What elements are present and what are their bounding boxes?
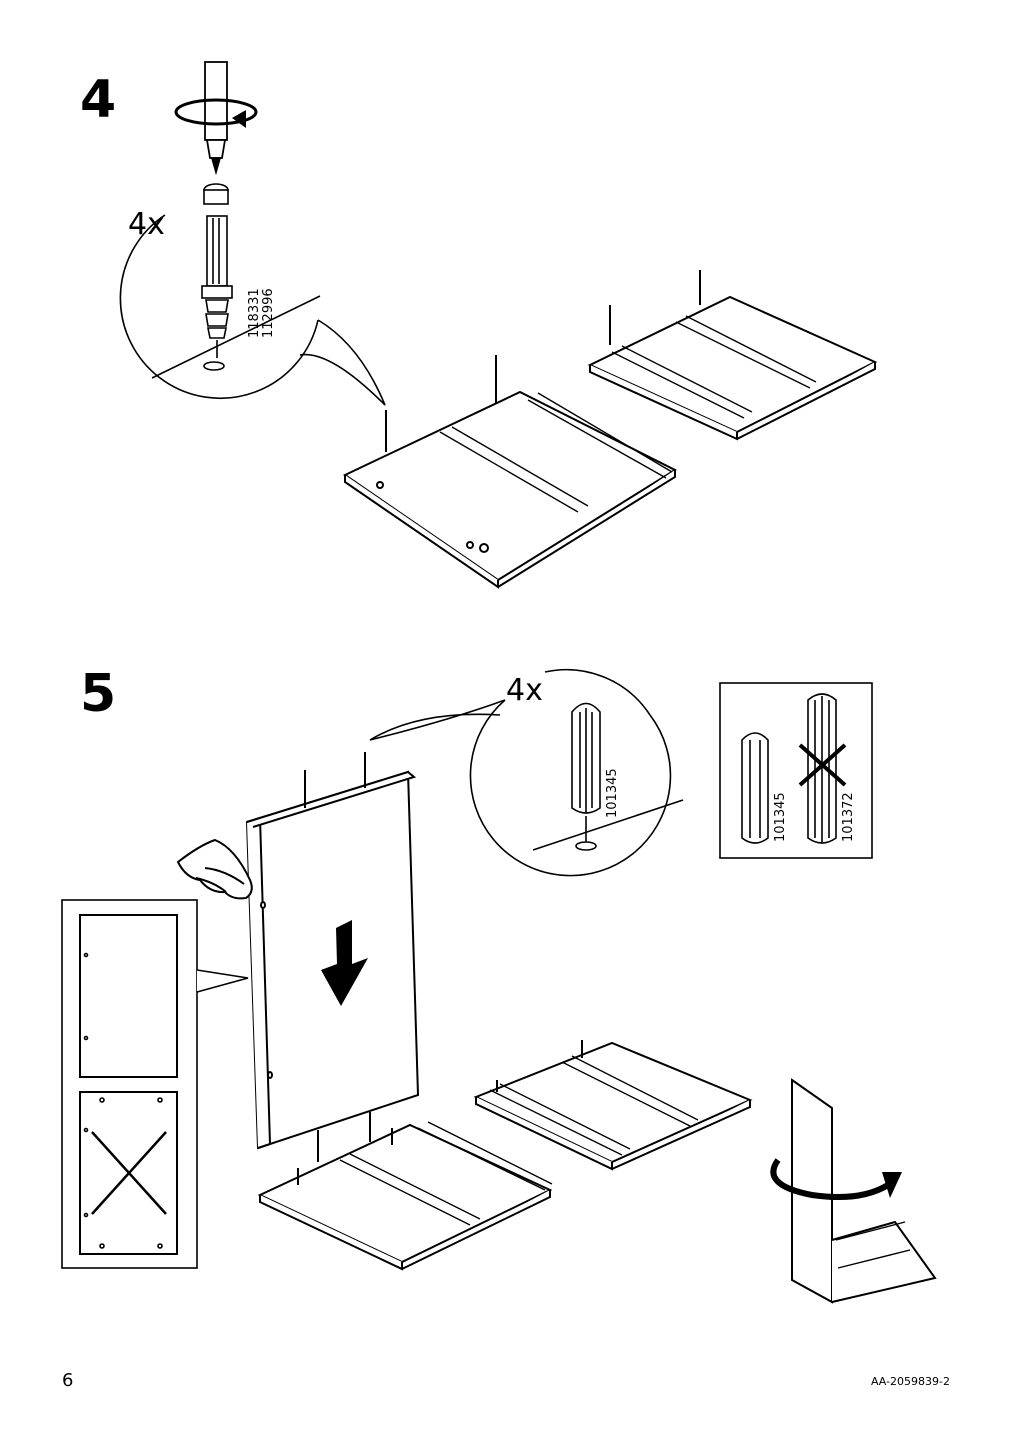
middle-panel-step5 bbox=[473, 1040, 753, 1171]
step-5-detail-callout bbox=[369, 668, 684, 877]
wooden-dowel-icon bbox=[571, 702, 601, 842]
bottom-panel-step5 bbox=[257, 1121, 553, 1271]
part-number-112996: 112996 bbox=[261, 288, 276, 338]
wrong-orientation-cross-icon bbox=[91, 1131, 167, 1215]
part-number-118331: 118331 bbox=[247, 288, 262, 338]
assembled-corner-step5 bbox=[791, 1078, 937, 1304]
document-id: AA-2059839-2 bbox=[870, 1375, 950, 1388]
step-4-quantity: 4x bbox=[128, 207, 165, 242]
step-5-quantity: 4x bbox=[506, 673, 543, 708]
panel-front-step4 bbox=[343, 355, 678, 589]
rotate-arrowhead-icon bbox=[232, 110, 246, 128]
rotate-assembly-arrowhead-icon bbox=[882, 1172, 902, 1198]
side-panel-step5 bbox=[245, 752, 420, 1162]
part-number-101372-wrong: 101372 bbox=[841, 792, 856, 842]
step-5-number: 5 bbox=[80, 664, 117, 724]
part-number-101345-correct: 101345 bbox=[773, 792, 788, 842]
screwdriver-icon bbox=[204, 61, 228, 176]
dowel-correct-icon bbox=[741, 732, 769, 844]
dowel-wrong-icon bbox=[807, 693, 837, 844]
hand-pointer-icon bbox=[176, 838, 253, 900]
rotate-assembly-arrow-icon bbox=[770, 1158, 890, 1200]
page-number: 6 bbox=[62, 1370, 74, 1391]
wrong-cross-icon bbox=[798, 743, 847, 787]
step-4-detail-callout bbox=[119, 214, 386, 406]
rotate-arrow-icon bbox=[174, 98, 258, 126]
panel-orientation-box bbox=[61, 899, 249, 1269]
down-arrow-icon bbox=[321, 920, 368, 1006]
part-number-101345: 101345 bbox=[605, 768, 620, 818]
panel-back-step4 bbox=[587, 270, 878, 441]
cam-lock-stud-icon bbox=[201, 183, 233, 358]
step-4-number: 4 bbox=[80, 70, 117, 130]
